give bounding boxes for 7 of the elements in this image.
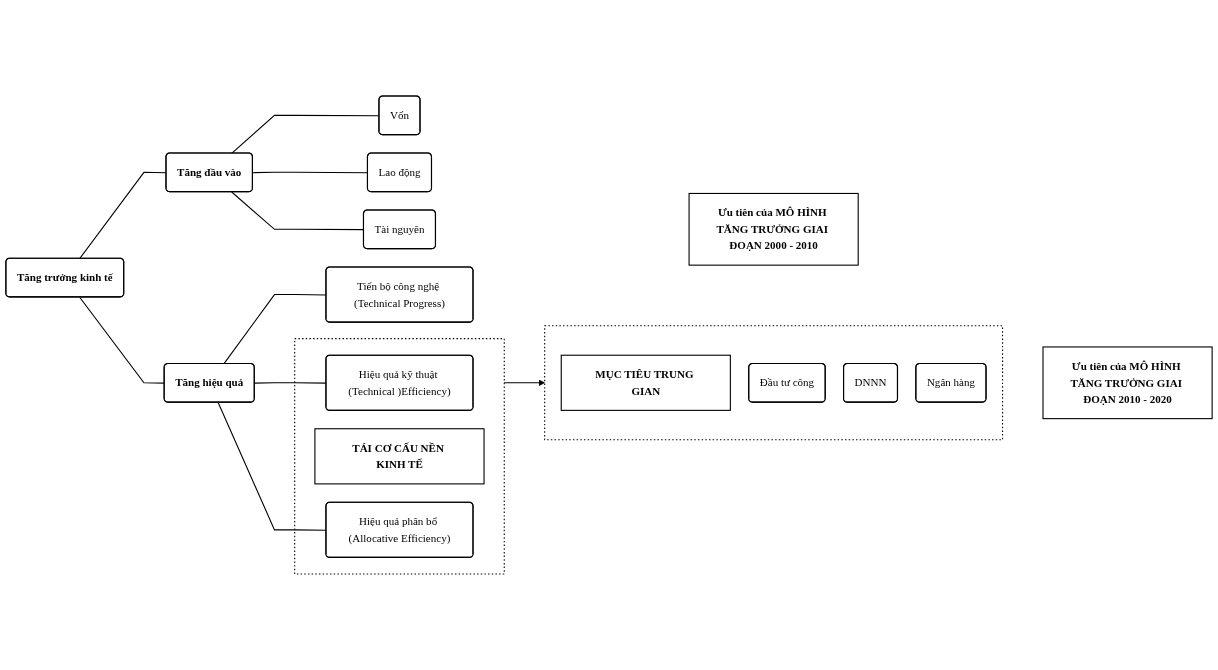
cluster xyxy=(294,338,505,575)
arrow xyxy=(503,379,545,387)
node-box: Ưu tiên của MÔ HÌNH TĂNG TRƯỞNG GIAI ĐOẠN 2010 - 2020 xyxy=(1042,346,1213,420)
node-box: Ưu tiên của MÔ HÌNH TĂNG TRƯỞNG GIAI ĐOẠN 2000 - 2010 xyxy=(688,192,859,266)
cluster xyxy=(544,325,1004,441)
node-box: MỤC TIÊU TRUNG GIAN xyxy=(560,354,731,411)
node-box: TÁI CƠ CẤU NỀN KINH TẾ xyxy=(314,428,485,485)
